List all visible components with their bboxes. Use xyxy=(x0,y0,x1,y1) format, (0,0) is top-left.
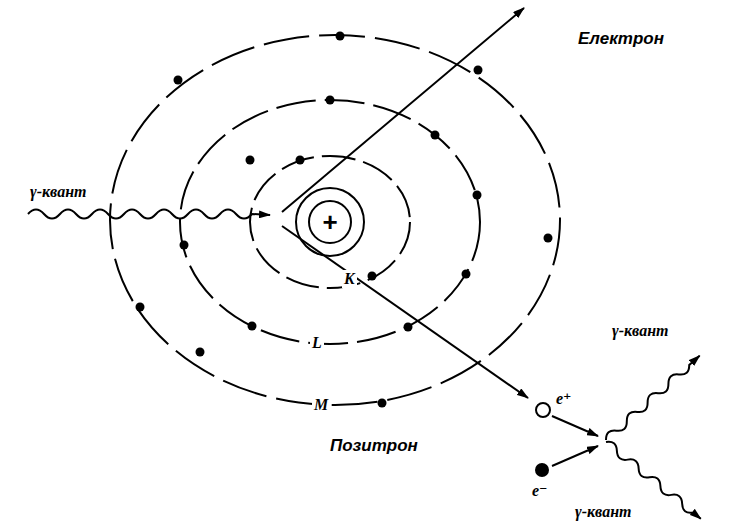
positron-particle xyxy=(536,403,550,417)
electron-particle xyxy=(535,463,549,477)
gamma-label: γ-квант xyxy=(575,503,631,521)
annihilation-arrow xyxy=(552,416,598,436)
nucleus-ring xyxy=(296,188,364,256)
particle-label: Електрон xyxy=(578,30,664,49)
orbital-electrons xyxy=(136,32,553,408)
particle-label: Позитрон xyxy=(330,437,418,456)
particle-symbol: e⁻ xyxy=(532,482,548,500)
electron-track xyxy=(282,8,524,212)
l-orbit xyxy=(180,100,480,344)
shell-label: M xyxy=(312,396,330,414)
nucleus-charge: + xyxy=(322,209,337,235)
shell-label: K xyxy=(342,270,357,288)
k-orbit xyxy=(250,156,410,288)
annihilation-arrow xyxy=(552,446,598,466)
m-orbit xyxy=(110,35,560,405)
shell-label: L xyxy=(310,334,324,352)
gamma-wave xyxy=(28,210,270,219)
gamma-label: γ-квант xyxy=(612,322,668,340)
positron-track xyxy=(282,226,528,398)
gamma-label: γ-квант xyxy=(30,183,86,201)
particle-symbol: e⁺ xyxy=(556,390,572,408)
nucleus-circle: + xyxy=(308,200,352,244)
gamma-wave xyxy=(603,353,702,443)
